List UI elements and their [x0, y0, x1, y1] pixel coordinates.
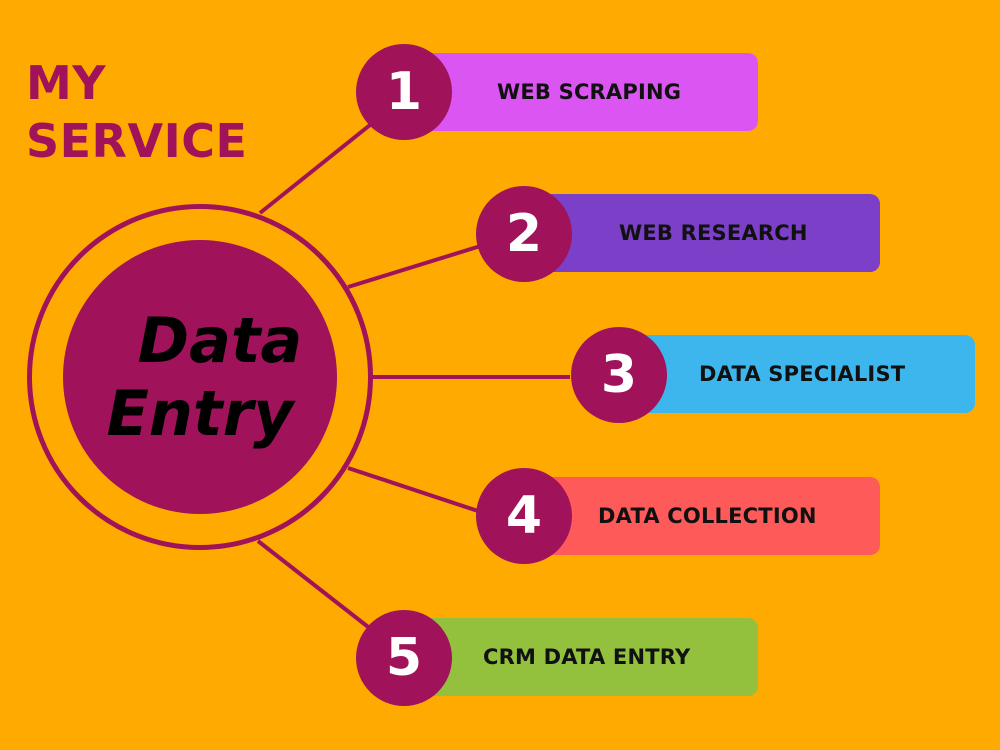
service-pill-crm-data-entry: CRM DATA ENTRY: [400, 618, 758, 696]
connector-1: [258, 123, 372, 215]
service-label-4: DATA COLLECTION: [598, 504, 817, 528]
service-label-3: DATA SPECIALIST: [699, 362, 906, 386]
connector-2: [347, 242, 488, 289]
heading-line-2: SERVICE: [26, 114, 248, 168]
service-label-1: WEB SCRAPING: [497, 80, 682, 104]
connector-5: [256, 539, 374, 632]
service-number-5: 5: [385, 628, 423, 688]
service-number-badge-4: 4: [476, 468, 572, 564]
service-number-badge-2: 2: [476, 186, 572, 282]
service-number-badge-5: 5: [356, 610, 452, 706]
center-title-line-2: Entry: [106, 377, 294, 450]
heading-line-1: MY: [26, 56, 107, 110]
outer-ring: [27, 204, 373, 550]
service-number-2: 2: [505, 204, 543, 264]
service-number-badge-3: 3: [571, 327, 667, 423]
service-pill-data-specialist: DATA SPECIALIST: [615, 335, 975, 413]
center-title-line-1: Data: [137, 303, 303, 377]
connector-4: [347, 466, 485, 515]
service-number-4: 4: [505, 486, 543, 546]
service-number-3: 3: [600, 345, 638, 405]
service-pill-web-scraping: WEB SCRAPING: [400, 53, 758, 131]
service-number-1: 1: [385, 62, 423, 122]
service-pill-data-collection: DATA COLLECTION: [520, 477, 880, 555]
service-label-2: WEB RESEARCH: [619, 221, 808, 245]
service-pill-web-research: WEB RESEARCH: [520, 194, 880, 272]
service-label-5: CRM DATA ENTRY: [483, 645, 691, 669]
center-circle: Data Entry: [63, 240, 337, 514]
service-number-badge-1: 1: [356, 44, 452, 140]
